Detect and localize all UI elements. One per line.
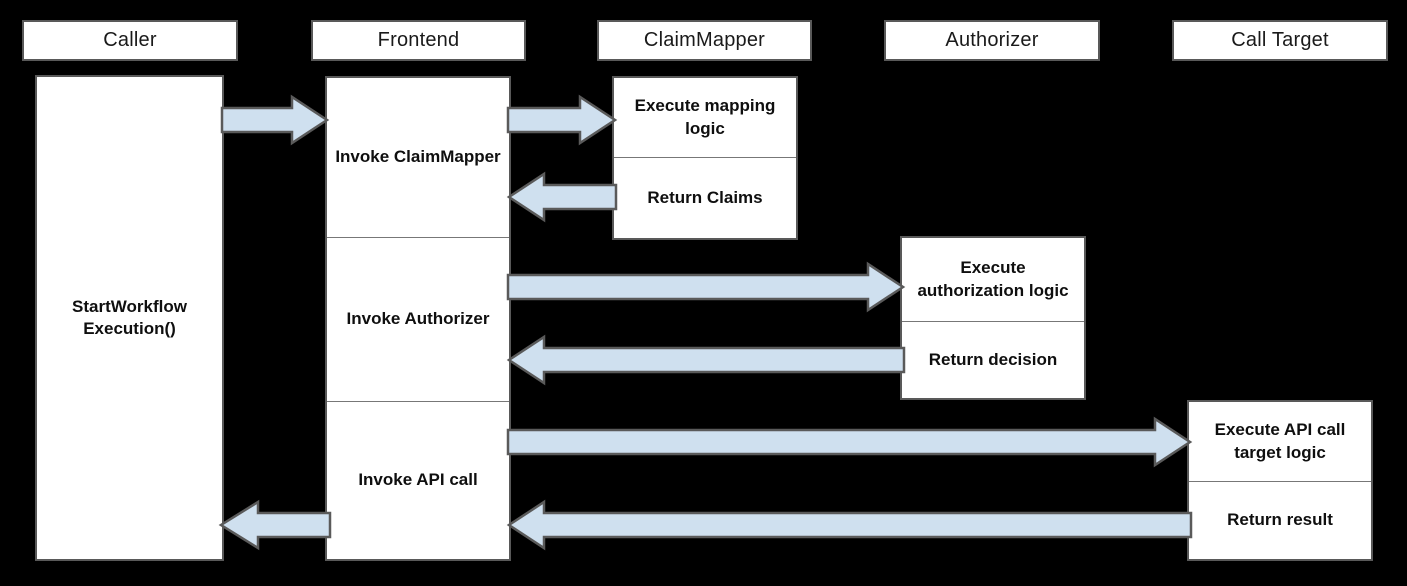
activation-segment-calltarget-return-result: Return result: [1227, 510, 1333, 530]
activation-segment-authorizer-return-decision: Return decision: [928, 349, 1058, 369]
message-arrow-frontend-to-calltarget[interactable]: [506, 416, 1193, 468]
activation-segment-claimmapper-execute-mapping-logic: Execute mapping logic: [614, 78, 796, 158]
participant-header-claimmapper[interactable]: ClaimMapper: [597, 20, 812, 61]
activation-authorizer[interactable]: Execute authorization logic Return decis…: [900, 236, 1086, 400]
message-arrow-frontend-to-authorizer[interactable]: [506, 261, 906, 313]
activation-segment-frontend-invoke-api-call: Invoke API call: [358, 470, 478, 490]
activation-frontend[interactable]: Invoke ClaimMapper Invoke Authorizer Inv…: [325, 76, 511, 561]
activation-segment-claimmapper-return-claims: Return Claims: [647, 187, 763, 207]
participant-label: Authorizer: [945, 29, 1039, 51]
participant-header-caller[interactable]: Caller: [22, 20, 238, 61]
participant-header-frontend[interactable]: Frontend: [311, 20, 526, 61]
activation-segment-calltarget-execute-api-call-target-logic: Execute API call target logic: [1189, 402, 1371, 482]
message-arrow-caller-to-frontend[interactable]: [220, 94, 330, 146]
message-arrow-authorizer-to-frontend[interactable]: [506, 334, 906, 386]
participant-label: Frontend: [377, 29, 460, 51]
activation-segment-frontend-invoke-claimmapper: Invoke ClaimMapper: [327, 78, 509, 238]
activation-segment-frontend-invoke-authorizer: Invoke Authorizer: [327, 238, 509, 402]
message-arrow-calltarget-to-frontend[interactable]: [506, 499, 1193, 551]
participant-header-authorizer[interactable]: Authorizer: [884, 20, 1100, 61]
participant-header-calltarget[interactable]: Call Target: [1172, 20, 1388, 61]
message-arrow-frontend-to-caller[interactable]: [218, 499, 332, 551]
activation-calltarget[interactable]: Execute API call target logic Return res…: [1187, 400, 1373, 561]
message-arrow-frontend-to-claimmapper[interactable]: [506, 94, 618, 146]
activation-segment-caller-start-workflow: StartWorkflow Execution(): [72, 296, 187, 338]
activation-claimmapper[interactable]: Execute mapping logic Return Claims: [612, 76, 798, 240]
message-arrow-claimmapper-to-frontend[interactable]: [506, 171, 618, 223]
activation-caller[interactable]: StartWorkflow Execution(): [35, 75, 224, 561]
participant-label: Call Target: [1231, 29, 1329, 51]
activation-segment-authorizer-execute-authorization-logic: Execute authorization logic: [902, 238, 1084, 322]
participant-label: ClaimMapper: [643, 29, 766, 51]
participant-label: Caller: [103, 29, 157, 51]
